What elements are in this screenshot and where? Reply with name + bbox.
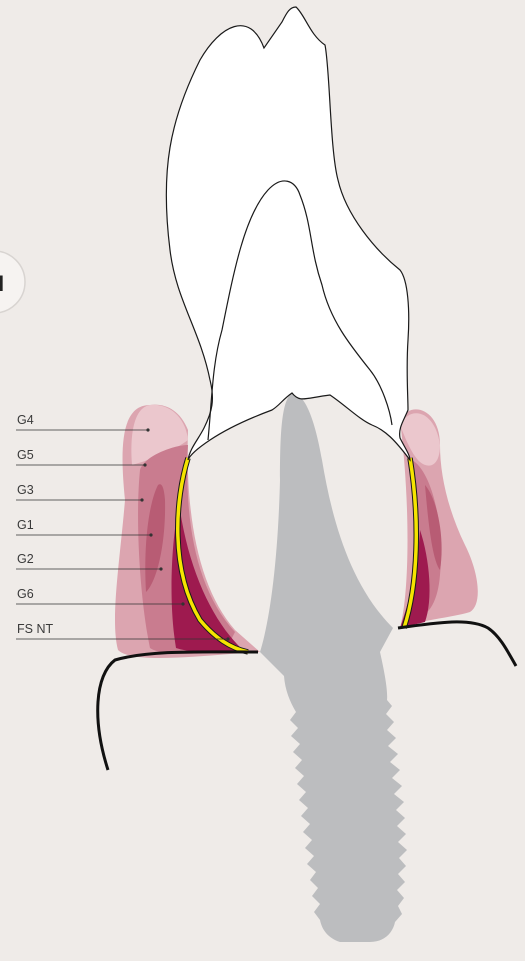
bone-line-right xyxy=(398,622,516,666)
labels: G4 G5 G3 G1 G2 G6 FS NT xyxy=(17,413,53,636)
label-g1: G1 xyxy=(17,518,34,532)
gingiva-left xyxy=(115,405,260,658)
label-g3: G3 xyxy=(17,483,34,497)
leader-g3 xyxy=(16,498,144,501)
implant-body xyxy=(260,393,407,942)
label-g6: G6 xyxy=(17,587,34,601)
label-g4: G4 xyxy=(17,413,34,427)
label-fsnt: FS NT xyxy=(17,622,53,636)
badge-label: I xyxy=(0,271,4,296)
section-badge: I xyxy=(0,251,25,313)
implant-screw xyxy=(260,393,407,942)
tooth-crown xyxy=(166,7,410,460)
bone-line-left xyxy=(98,652,258,770)
label-g2: G2 xyxy=(17,552,34,566)
tooth-crown-outline xyxy=(166,7,410,460)
label-g5: G5 xyxy=(17,448,34,462)
